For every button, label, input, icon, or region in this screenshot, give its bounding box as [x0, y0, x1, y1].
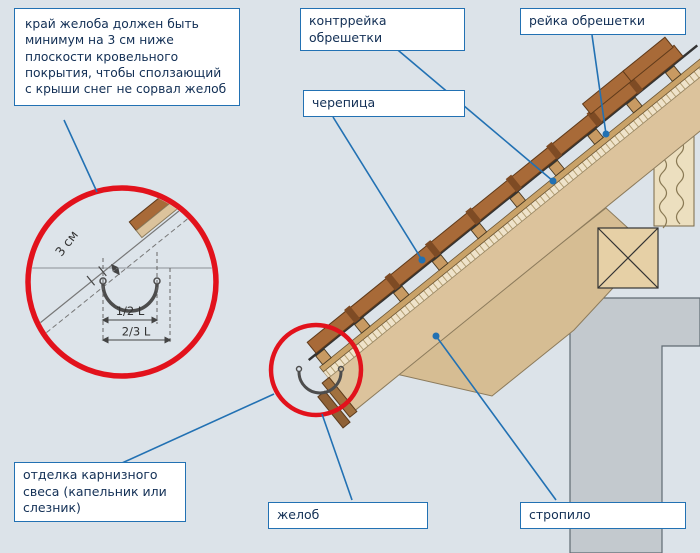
batten-row	[315, 65, 682, 366]
label-eaves-trim: отделка карнизного свеса (капельник или …	[14, 462, 186, 522]
label-batten: рейка обрешетки	[520, 8, 686, 35]
leader-gutter	[321, 413, 353, 501]
leader-counter-batten	[379, 34, 554, 182]
leader-lines	[63, 34, 607, 501]
tile-row	[306, 36, 684, 354]
leader-tile	[332, 116, 423, 261]
detail-gutter	[99, 277, 161, 313]
zoom-source-circle	[268, 322, 364, 418]
label-rafter: стропило	[520, 502, 686, 529]
note-box: край желоба должен быть минимум на 3 см …	[14, 8, 240, 106]
leader-eaves-trim	[121, 393, 275, 464]
gutter-cross-section	[295, 365, 345, 395]
leader-batten	[591, 34, 607, 135]
dim-half-l-label: 1/2 L	[116, 304, 145, 318]
dim-two-thirds-l-label: 2/3 L	[122, 325, 151, 339]
label-tile: черепица	[303, 90, 465, 117]
leader-dots	[418, 130, 610, 340]
wall	[569, 297, 700, 553]
leader-rafter	[435, 335, 557, 501]
label-counter-batten: контррейка обрешетки	[300, 8, 465, 52]
counter-batten-strip	[318, 56, 700, 373]
detail-circle	[25, 185, 219, 379]
leader-note	[63, 119, 98, 193]
roof-slope-assembly	[306, 36, 700, 429]
detail-view: 3 см 1/2 L 2/3 L	[25, 185, 219, 379]
mauerlat-cross-section	[597, 227, 659, 289]
label-gutter: желоб	[268, 502, 428, 529]
